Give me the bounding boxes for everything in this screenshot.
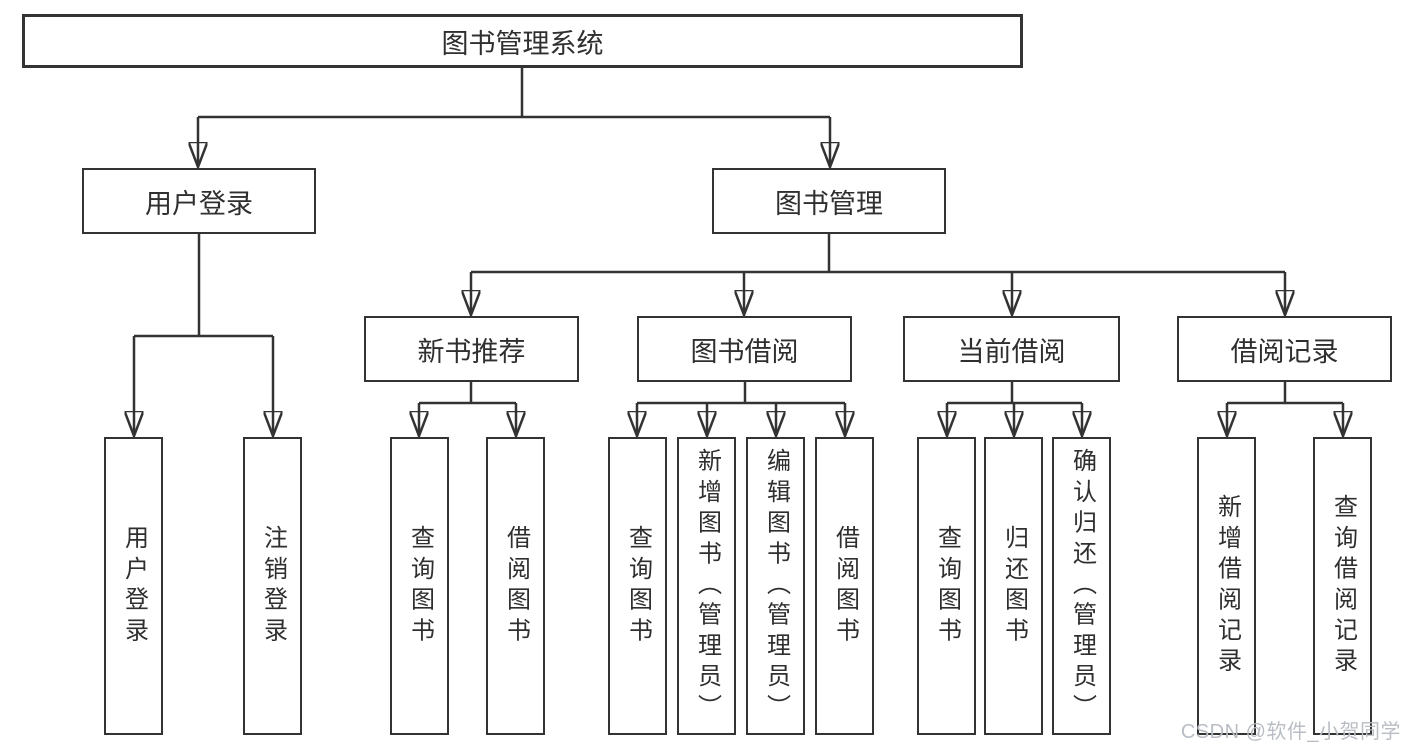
leaf-label: 编辑图书（管理员） — [762, 447, 790, 725]
leaf-label: 查询借阅记录 — [1329, 493, 1357, 679]
connector-borrow-record-to-leaves — [1227, 382, 1343, 436]
leaf-query-book-3: 查询图书 — [917, 437, 976, 735]
leaf-query-book-1: 查询图书 — [390, 437, 449, 735]
node-label: 当前借阅 — [957, 336, 1066, 367]
node-label: 图书借阅 — [690, 336, 799, 367]
node-label: 图书管理 — [775, 188, 883, 219]
node-label: 用户登录 — [145, 188, 253, 219]
connector-current-borrow-to-leaves — [947, 382, 1082, 436]
leaf-label: 查询图书 — [406, 524, 434, 648]
node-current-borrow: 当前借阅 — [903, 316, 1120, 382]
leaf-label: 查询图书 — [933, 524, 961, 648]
leaf-label: 借阅图书 — [502, 524, 530, 648]
leaf-label: 注销登录 — [259, 524, 287, 648]
leaf-label: 借阅图书 — [831, 524, 859, 648]
connector-new-book-recommend-to-leaves — [419, 382, 516, 436]
node-label: 新书推荐 — [417, 336, 526, 367]
leaf-add-borrow-record: 新增借阅记录 — [1197, 437, 1256, 735]
connector-book-borrow-to-leaves — [637, 382, 845, 436]
leaf-borrow-book-2: 借阅图书 — [815, 437, 874, 735]
node-book-borrow: 图书借阅 — [637, 316, 852, 382]
leaf-label: 新增图书（管理员） — [693, 447, 721, 725]
leaf-query-book-2: 查询图书 — [608, 437, 667, 735]
leaf-user-login: 用户登录 — [104, 437, 163, 735]
leaf-label: 确认归还（管理员） — [1068, 447, 1096, 725]
connector-user-login-to-leaves — [134, 234, 273, 436]
leaf-borrow-book-1: 借阅图书 — [486, 437, 545, 735]
node-user-login: 用户登录 — [82, 168, 316, 234]
leaf-add-book-admin: 新增图书（管理员） — [677, 437, 736, 735]
node-borrow-record: 借阅记录 — [1177, 316, 1392, 382]
csdn-watermark: CSDN @软件_小贺同学 — [1180, 721, 1401, 743]
leaf-label: 归还图书 — [1000, 524, 1028, 648]
leaf-label: 用户登录 — [120, 524, 148, 648]
connector-book-mgmt-to-level3 — [471, 234, 1285, 315]
node-label: 图书管理系统 — [441, 28, 604, 59]
leaf-edit-book-admin: 编辑图书（管理员） — [746, 437, 805, 735]
node-book-management: 图书管理 — [712, 168, 946, 234]
leaf-logout: 注销登录 — [243, 437, 302, 735]
leaf-query-borrow-record: 查询借阅记录 — [1313, 437, 1372, 735]
leaf-return-book: 归还图书 — [984, 437, 1043, 735]
leaf-label: 新增借阅记录 — [1213, 493, 1241, 679]
node-label: 借阅记录 — [1230, 336, 1339, 367]
node-new-book-recommend: 新书推荐 — [364, 316, 579, 382]
leaf-label: 查询图书 — [624, 524, 652, 648]
connector-root-to-level2 — [198, 68, 830, 167]
leaf-confirm-return-admin: 确认归还（管理员） — [1052, 437, 1111, 735]
node-root-system: 图书管理系统 — [22, 14, 1023, 68]
